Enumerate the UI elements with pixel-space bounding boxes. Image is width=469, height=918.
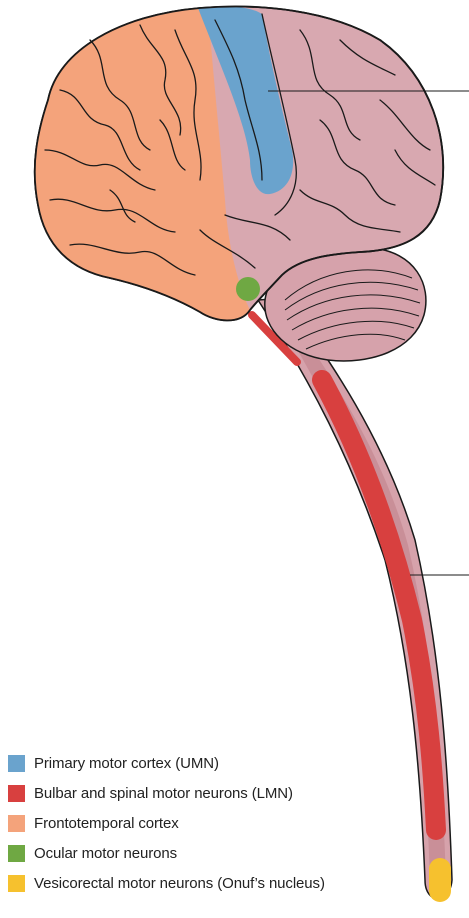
legend-label: Bulbar and spinal motor neurons (LMN)	[34, 785, 293, 802]
legend-swatch	[8, 875, 25, 892]
legend-swatch	[8, 785, 25, 802]
legend-label: Ocular motor neurons	[34, 845, 177, 862]
onufs-nucleus-region	[429, 858, 451, 902]
legend-label: Primary motor cortex (UMN)	[34, 755, 219, 772]
legend-item-bulbar-spinal-motor-neurons: Bulbar and spinal motor neurons (LMN)	[8, 781, 325, 805]
legend-swatch	[8, 755, 25, 772]
legend-swatch	[8, 815, 25, 832]
legend-label: Vesicorectal motor neurons (Onuf’s nucle…	[34, 875, 325, 892]
legend-label: Frontotemporal cortex	[34, 815, 179, 832]
legend-item-primary-motor-cortex: Primary motor cortex (UMN)	[8, 751, 325, 775]
ocular-motor-neurons-region	[236, 277, 260, 301]
legend-item-frontotemporal-cortex: Frontotemporal cortex	[8, 811, 325, 835]
legend-swatch	[8, 845, 25, 862]
legend-item-ocular-motor-neurons: Ocular motor neurons	[8, 841, 325, 865]
legend: Primary motor cortex (UMN) Bulbar and sp…	[8, 751, 325, 895]
legend-item-vesicorectal-motor-neurons: Vesicorectal motor neurons (Onuf’s nucle…	[8, 871, 325, 895]
